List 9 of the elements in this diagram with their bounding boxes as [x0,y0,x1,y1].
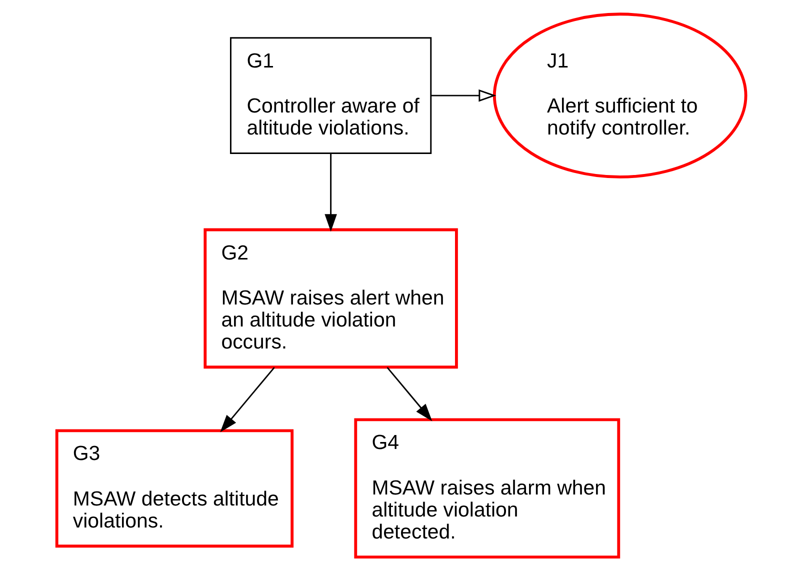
arrow [431,89,496,102]
node-box: G2 MSAW raises alert when an altitude violation occurs. [204,228,458,369]
node-ellipse: J1 Alert sufficient to notify controller. [492,12,748,178]
arrow [324,154,337,232]
node-box: G1 Controller aware of altitude violations. [230,37,432,154]
arrow [386,366,432,422]
node-box: G4 MSAW raises alarm when altitude violation detected. [354,418,620,559]
arrow [220,366,275,432]
node-box: G3 MSAW detects altitude violations. [55,429,294,548]
